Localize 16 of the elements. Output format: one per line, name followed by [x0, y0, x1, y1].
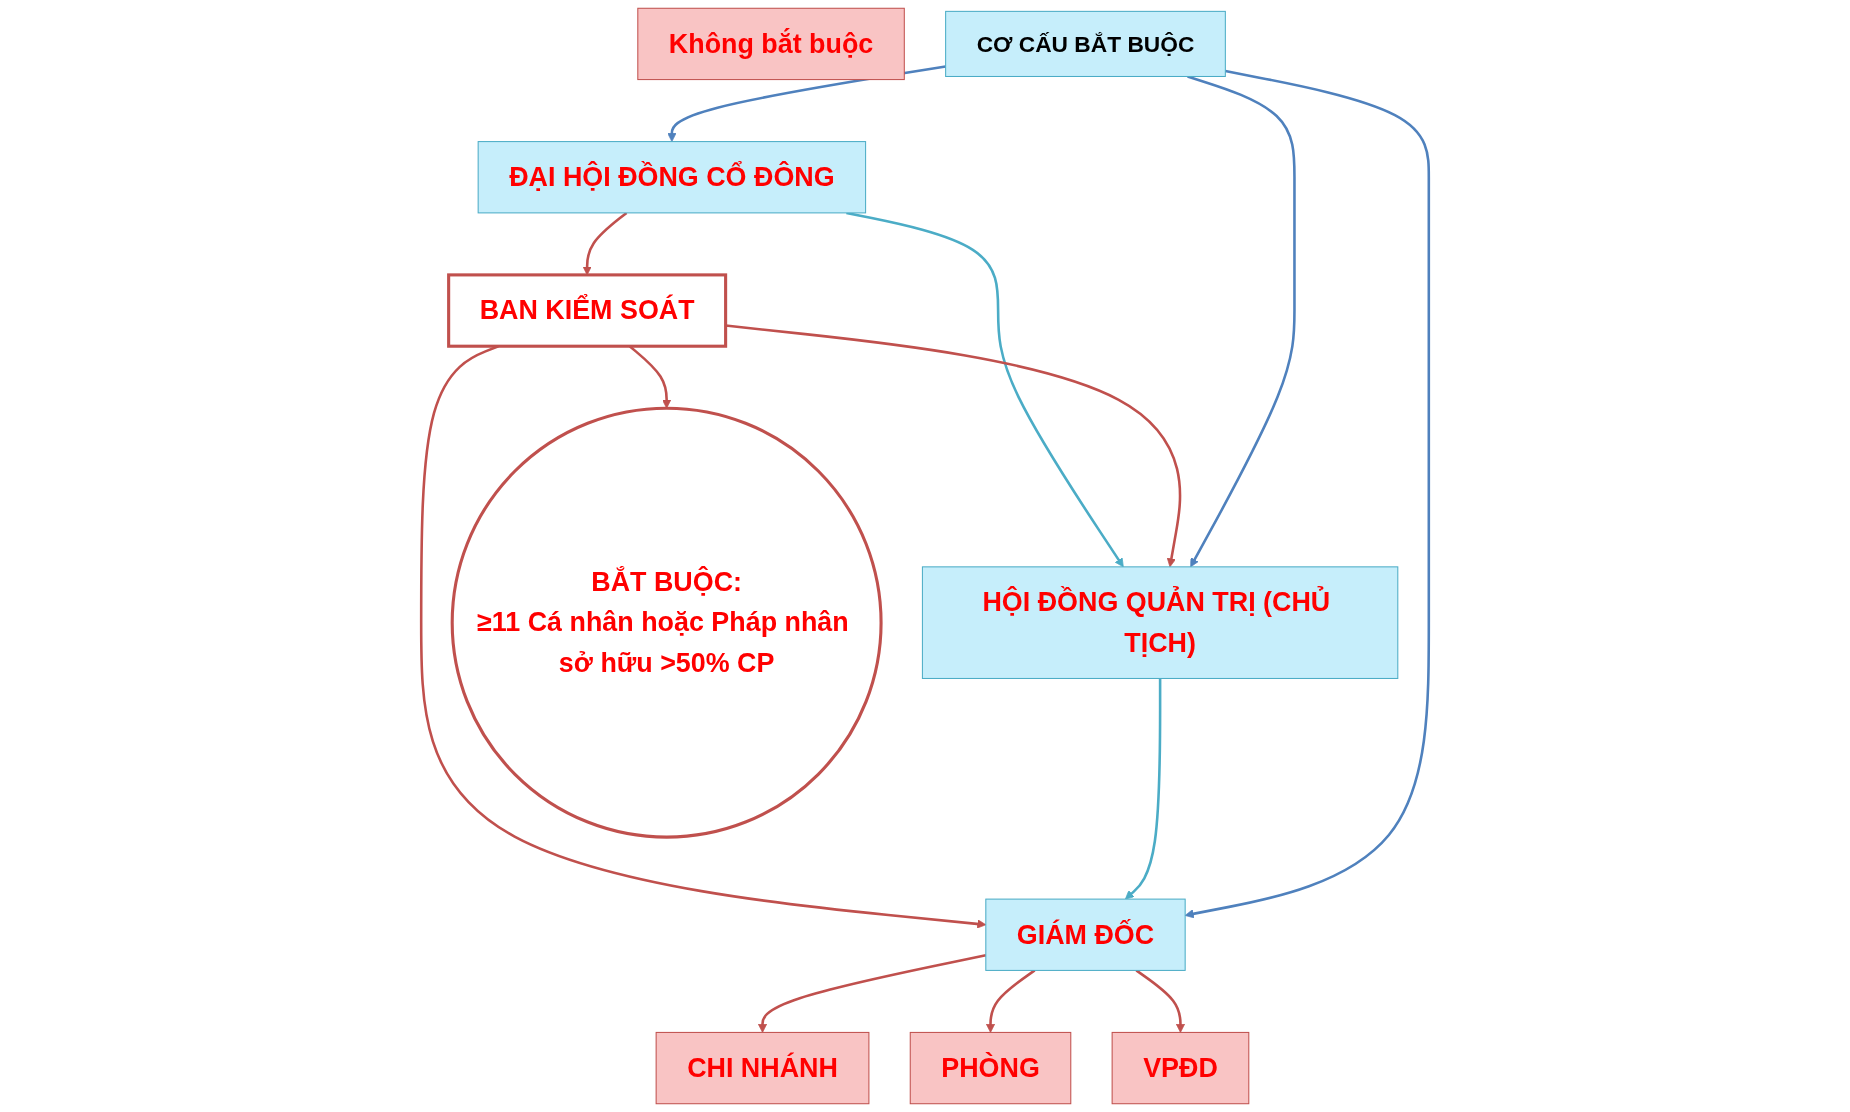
arrow	[1125, 678, 1162, 900]
node-box: BAN KIỂM SOÁT	[447, 273, 728, 348]
node-box: HỘI ĐỒNG QUẢN TRỊ (CHỦ TỊCH)	[921, 566, 1399, 679]
node-box: Không bắt buộc	[637, 7, 905, 81]
arrow	[667, 65, 946, 142]
node-box: CƠ CẤU BẮT BUỘC	[945, 10, 1226, 77]
node-box: PHÒNG	[909, 1031, 1072, 1105]
arrow	[1187, 75, 1296, 568]
arrow	[1135, 969, 1185, 1033]
node-box: GIÁM ĐỐC	[985, 898, 1186, 971]
arrow	[985, 969, 1036, 1033]
node-circle: BẮT BUỘC: ≥11 Cá nhân hoặc Pháp nhân sở hữu >50% CP	[450, 406, 883, 839]
node-box: VPĐD	[1111, 1031, 1250, 1105]
node-box: ĐẠI HỘI ĐỒNG CỔ ĐÔNG	[477, 141, 867, 214]
arrow	[846, 211, 1124, 568]
node-box: CHI NHÁNH	[655, 1031, 870, 1105]
